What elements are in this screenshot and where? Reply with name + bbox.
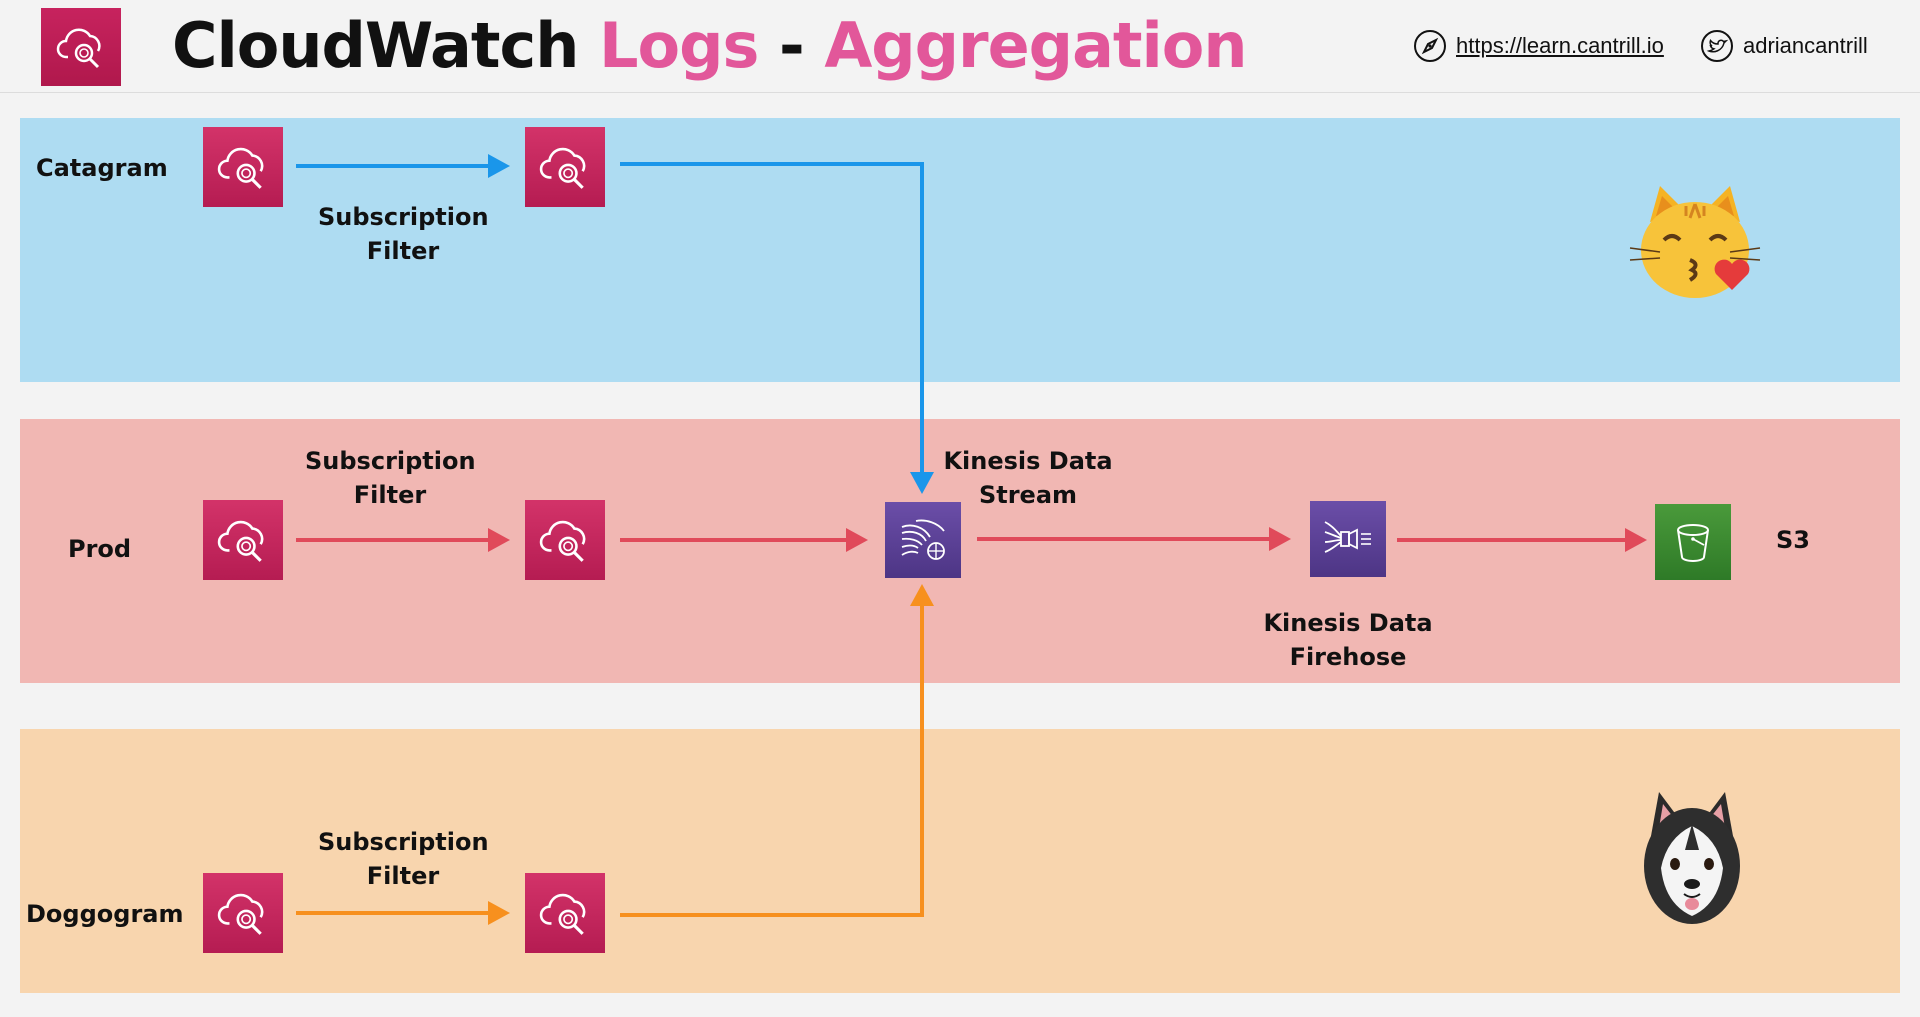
cloudwatch-logs-icon bbox=[539, 893, 586, 935]
title-aggregation: Aggregation bbox=[824, 9, 1247, 82]
kinesis-firehose-label: Kinesis Data Firehose bbox=[1263, 609, 1433, 671]
page-title: CloudWatch Logs - Aggregation bbox=[172, 6, 1248, 86]
kissing-cat-emoji bbox=[1629, 186, 1761, 298]
prod-dest-logs-tile[interactable] bbox=[525, 500, 605, 580]
cloudwatch-logs-icon bbox=[56, 28, 101, 69]
prod-source-logs-tile[interactable] bbox=[203, 500, 283, 580]
catagram-subscription-filter-label: Subscription Filter bbox=[318, 203, 489, 265]
header: CloudWatch Logs - Aggregation https://le… bbox=[0, 0, 1920, 93]
doggogram-account-band bbox=[20, 729, 1900, 993]
title-logs: Logs bbox=[599, 9, 759, 82]
cloudwatch-logs-icon bbox=[217, 893, 264, 935]
website-link[interactable]: https://learn.cantrill.io bbox=[1413, 28, 1664, 64]
compass-icon bbox=[1414, 30, 1446, 62]
cloudwatch-logo bbox=[41, 8, 121, 86]
catagram-source-logs-tile[interactable] bbox=[203, 127, 283, 207]
kinesis-data-stream-icon bbox=[901, 519, 945, 560]
website-url[interactable]: https://learn.cantrill.io bbox=[1456, 33, 1664, 58]
s3-label: S3 bbox=[1776, 526, 1810, 554]
cloudwatch-logs-icon bbox=[539, 520, 586, 562]
twitter-icon bbox=[1701, 30, 1733, 62]
kinesis-data-stream-label: Kinesis Data Stream bbox=[943, 447, 1113, 509]
twitter-handle[interactable]: adriancantrill bbox=[1743, 33, 1868, 58]
kinesis-firehose-icon bbox=[1324, 521, 1371, 553]
doggogram-dest-logs-tile[interactable] bbox=[525, 873, 605, 953]
prod-subscription-filter-label: Subscription Filter bbox=[305, 447, 476, 509]
cloudwatch-logs-icon bbox=[217, 147, 264, 189]
title-cloudwatch: CloudWatch bbox=[172, 9, 579, 82]
prod-label: Prod bbox=[68, 535, 132, 563]
husky-dog-emoji bbox=[1644, 792, 1740, 924]
cloudwatch-logs-icon bbox=[539, 147, 586, 189]
doggogram-subscription-filter-label: Subscription Filter bbox=[318, 828, 489, 890]
s3-bucket-tile[interactable] bbox=[1655, 504, 1731, 580]
catagram-label: Catagram bbox=[36, 154, 168, 182]
catagram-dest-logs-tile[interactable] bbox=[525, 127, 605, 207]
title-separator: - bbox=[758, 9, 825, 82]
doggogram-label: Doggogram bbox=[26, 900, 184, 928]
s3-bucket-icon bbox=[1677, 524, 1709, 562]
catagram-account-band bbox=[20, 118, 1900, 382]
twitter-link[interactable]: adriancantrill bbox=[1700, 28, 1868, 64]
cloudwatch-logs-icon bbox=[217, 520, 264, 562]
kinesis-data-stream-tile[interactable] bbox=[885, 502, 961, 578]
doggogram-source-logs-tile[interactable] bbox=[203, 873, 283, 953]
title-space bbox=[578, 9, 599, 82]
kinesis-firehose-tile[interactable] bbox=[1310, 501, 1386, 577]
